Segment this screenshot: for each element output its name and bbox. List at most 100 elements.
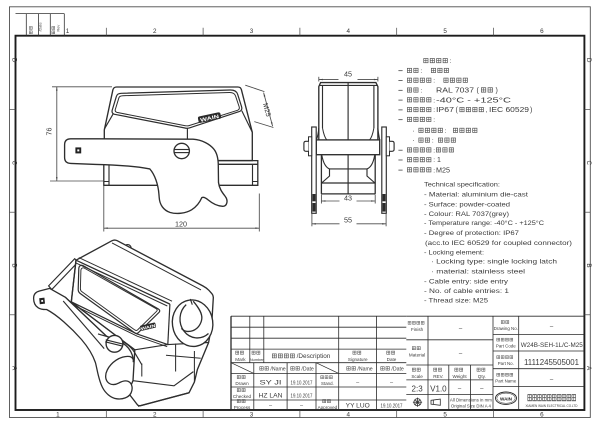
svg-text:–: – <box>390 379 394 385</box>
svg-text:- No. of cable entries: 1: - No. of cable entries: 1 <box>424 288 509 295</box>
svg-text:- Temperature range: -40°C - +: - Temperature range: -40°C - +125°C <box>424 219 544 227</box>
svg-text:19.10.2017: 19.10.2017 <box>291 393 313 399</box>
svg-text::: : <box>433 167 435 174</box>
svg-text:–: – <box>550 378 554 384</box>
svg-text:/Name: /Name <box>270 366 285 372</box>
svg-text:1: 1 <box>66 28 70 35</box>
svg-text:-40°C - +125°C: -40°C - +125°C <box>436 96 511 104</box>
svg-text:·: · <box>412 128 414 135</box>
svg-text:/Date: /Date <box>39 22 43 31</box>
svg-text:IEC 60529: IEC 60529 <box>489 107 529 114</box>
svg-text:–: – <box>458 387 462 393</box>
svg-text:Signature: Signature <box>348 357 368 362</box>
svg-text:D: D <box>11 58 18 63</box>
svg-text:- Thread size: M25: - Thread size: M25 <box>424 298 488 305</box>
svg-text:(acc.to IEC 60529 for coupled: (acc.to IEC 60529 for coupled connector) <box>425 240 572 247</box>
svg-text:2:3: 2:3 <box>412 385 424 394</box>
svg-text::: : <box>433 147 435 154</box>
svg-text:Number: Number <box>250 357 265 362</box>
svg-text:Date: Date <box>387 357 397 362</box>
svg-text:REV.: REV. <box>433 374 443 379</box>
svg-text:–: – <box>356 379 360 385</box>
svg-text:(: ( <box>477 88 480 95</box>
svg-text:Stand.: Stand. <box>321 381 334 386</box>
svg-text:IP67: IP67 <box>436 107 454 114</box>
svg-text:C: C <box>585 161 592 166</box>
svg-text:M25: M25 <box>436 167 450 174</box>
svg-text:C: C <box>11 161 18 166</box>
svg-text:19.10.2017: 19.10.2017 <box>291 380 313 386</box>
svg-text:Scale: Scale <box>411 374 423 379</box>
svg-text:- Material: aluminium die-cast: - Material: aluminium die-cast <box>424 192 528 199</box>
svg-text:- Locking element:: - Locking element: <box>424 249 484 256</box>
svg-text:2: 2 <box>153 412 157 419</box>
svg-text:- Degree of protection: IP67: - Degree of protection: IP67 <box>424 230 519 237</box>
svg-text:Original Size DIN A 4: Original Size DIN A 4 <box>451 403 492 408</box>
svg-text:XIAMEN WAIN ELECTRICAL CO.LTD: XIAMEN WAIN ELECTRICAL CO.LTD <box>526 403 578 408</box>
svg-text:M25: M25 <box>261 103 271 118</box>
svg-text:·: · <box>412 138 414 145</box>
svg-text:Mark: Mark <box>235 357 246 362</box>
svg-text:–: – <box>300 403 304 409</box>
svg-text:5: 5 <box>443 412 447 419</box>
svg-text:HZ LAN: HZ LAN <box>259 393 283 399</box>
svg-text:Part Code: Part Code <box>496 344 516 349</box>
svg-text:Process: Process <box>234 405 251 410</box>
svg-text:WAIN: WAIN <box>500 396 513 401</box>
svg-text:A: A <box>11 366 18 371</box>
svg-text:Part No.: Part No. <box>498 361 514 366</box>
svg-text:Approved: Approved <box>318 405 338 410</box>
svg-text::: : <box>433 107 435 114</box>
svg-text::: : <box>432 138 434 145</box>
svg-text::: : <box>420 68 422 75</box>
svg-text:–: – <box>459 351 463 357</box>
svg-text:RAL 7037: RAL 7037 <box>436 88 474 95</box>
svg-text:76: 76 <box>44 128 53 136</box>
svg-text:Technical specification:: Technical specification: <box>424 182 500 189</box>
svg-text:1: 1 <box>437 157 441 164</box>
svg-text:Checked: Checked <box>233 394 252 399</box>
svg-text:Part Name: Part Name <box>495 379 517 384</box>
svg-text:/Date: /Date <box>301 366 314 372</box>
svg-text:19.10.2017: 19.10.2017 <box>381 403 403 409</box>
svg-text:- Cable entry: side entry: - Cable entry: side entry <box>424 278 509 285</box>
svg-text:4: 4 <box>347 412 351 419</box>
svg-text::: : <box>433 117 435 124</box>
svg-text:6: 6 <box>540 28 544 35</box>
svg-text::: : <box>433 157 435 164</box>
svg-text::: : <box>433 78 435 85</box>
svg-text:/Date: /Date <box>391 366 404 372</box>
svg-text:B: B <box>585 263 592 267</box>
svg-text::: : <box>433 97 435 104</box>
svg-text:Qty.: Qty. <box>478 374 486 379</box>
svg-text:· Locking type: single lockin: · Locking type: single locking latch <box>431 259 557 266</box>
svg-text:,: , <box>486 107 488 114</box>
svg-text:YY LUO: YY LUO <box>346 403 370 409</box>
svg-text:SY JI: SY JI <box>260 380 283 386</box>
svg-text:1111245505001: 1111245505001 <box>524 357 579 367</box>
svg-text:3: 3 <box>250 412 254 419</box>
svg-text:4: 4 <box>347 28 351 35</box>
svg-text:6: 6 <box>540 412 544 419</box>
svg-text::: : <box>420 88 422 95</box>
svg-text:55: 55 <box>344 216 352 225</box>
svg-text:· material: stainless steel: · material: stainless steel <box>431 269 526 276</box>
svg-text:Material: Material <box>409 352 425 357</box>
svg-text:A: A <box>585 366 592 371</box>
svg-text:45: 45 <box>344 70 352 79</box>
svg-text:/Name: /Name <box>357 366 372 372</box>
svg-text:3: 3 <box>250 28 254 35</box>
svg-text:WAIN: WAIN <box>200 114 220 124</box>
svg-text:–: – <box>269 403 273 409</box>
svg-text:Drawn: Drawn <box>235 381 249 386</box>
svg-text:WAIN: WAIN <box>140 323 156 331</box>
svg-text:Drawing No.: Drawing No. <box>494 326 518 331</box>
svg-text:43: 43 <box>344 193 352 202</box>
svg-text:): ) <box>530 107 532 114</box>
svg-text:V1.0: V1.0 <box>430 385 447 394</box>
svg-text:Rev: Rev <box>57 25 61 32</box>
svg-text:B: B <box>11 263 18 267</box>
svg-text:2: 2 <box>153 28 157 35</box>
svg-text:1: 1 <box>56 412 60 419</box>
svg-text:–: – <box>480 387 484 393</box>
